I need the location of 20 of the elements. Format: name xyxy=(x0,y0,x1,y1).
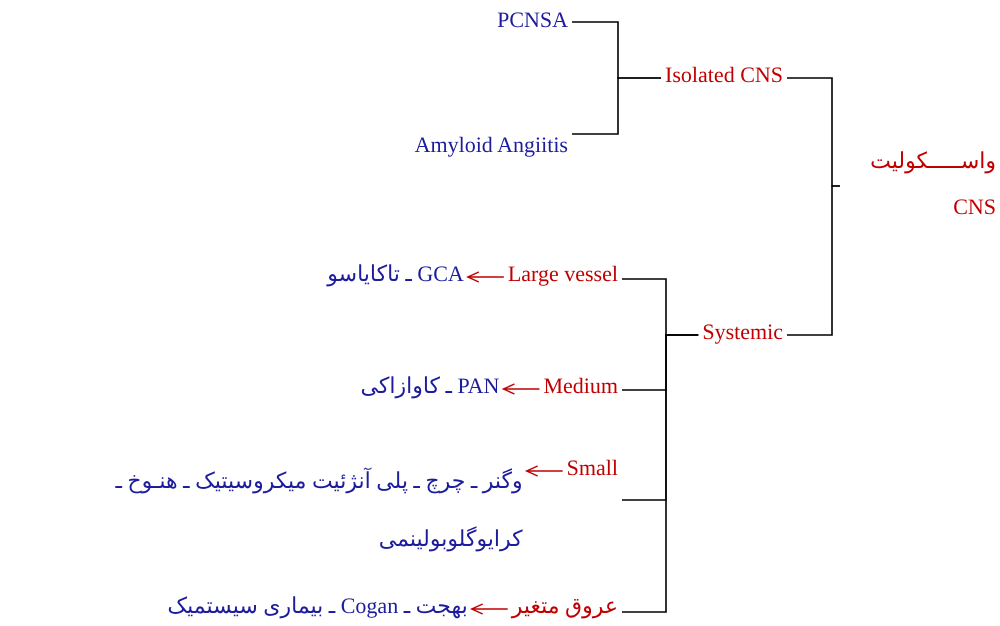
category-label: Large vessel xyxy=(508,261,618,287)
arrow xyxy=(502,383,540,395)
disease-list: بهجت ـ Cogan ـ بیماری سیستمیک xyxy=(167,593,468,619)
category-label: Systemic xyxy=(702,319,783,345)
category-label: عروق متغیر xyxy=(512,593,618,619)
category-label: Small xyxy=(566,455,618,481)
arrow xyxy=(471,603,508,615)
disease-list: PAN ـ کاوازاکی xyxy=(360,373,500,399)
disease-list: وگنر ـ چرچ ـ پلی آنژئیت میکروسیتیک ـ هنـوخ ـ کرایوگلوبولینمی xyxy=(4,452,523,568)
category-label: Medium xyxy=(543,373,618,399)
bracket-connector xyxy=(622,334,698,613)
vasculitis-title: واســـــکولیت CNS xyxy=(869,147,996,221)
bracket-connector xyxy=(572,77,662,135)
arrow xyxy=(467,271,504,283)
disease-label: PCNSA xyxy=(497,7,568,33)
category-label: Isolated CNS xyxy=(665,62,783,88)
disease-label: Amyloid Angiitis xyxy=(414,132,568,158)
arrow xyxy=(526,465,563,477)
bracket-connector xyxy=(787,185,840,336)
disease-list: GCA ـ تاکایاسو xyxy=(327,261,464,287)
